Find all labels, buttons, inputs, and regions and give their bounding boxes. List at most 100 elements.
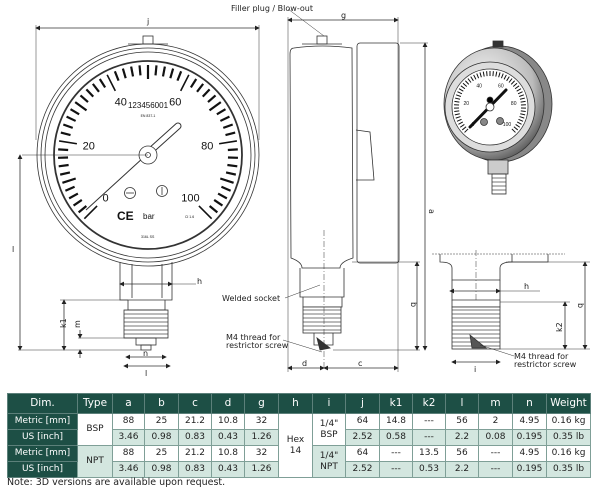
cell-k2: ---	[412, 429, 446, 446]
dim-k2-label: k2	[555, 322, 564, 332]
cell-i: 1/4"NPT	[312, 445, 346, 478]
thread	[123, 309, 169, 339]
cell-b: 25	[144, 413, 179, 430]
row-dim-label: US [inch]	[7, 461, 78, 478]
note: Note: 3D versions are available upon req…	[7, 477, 226, 488]
cell-l: 56	[445, 445, 479, 462]
header-k1: k1	[379, 393, 413, 414]
unit-label: bar	[143, 212, 155, 221]
dial-tick	[196, 83, 205, 93]
detail-m4-label-line2: restrictor screw	[514, 360, 577, 369]
3d-dial-tick	[476, 73, 480, 79]
3d-dial-tick	[516, 88, 522, 92]
dim-a-label: a	[427, 209, 436, 214]
3d-dial-tick	[515, 124, 521, 128]
header-d: d	[211, 393, 245, 414]
front-view	[17, 25, 260, 369]
dial-tick	[154, 65, 158, 76]
header-c: c	[178, 393, 212, 414]
cell-j: 2.52	[345, 461, 380, 478]
header-a: a	[112, 393, 145, 414]
dial-tick	[207, 94, 217, 103]
dial-tick	[85, 88, 95, 98]
3d-dial-tick	[461, 126, 467, 131]
dial-tick	[68, 192, 79, 200]
detail-dim-h-label: h	[524, 282, 529, 291]
cell-b: 0.98	[144, 429, 179, 446]
cell-g: 32	[244, 445, 279, 462]
type-cell: BSP	[77, 413, 113, 446]
cell-m: ---	[478, 445, 513, 462]
3d-dial-tick	[517, 91, 523, 95]
filler-plug	[142, 35, 154, 45]
dial-tick	[83, 205, 98, 220]
3d-dial-tick	[459, 124, 465, 128]
cell-weight: 0.16 kg	[546, 445, 591, 462]
dial-tick	[227, 163, 238, 168]
dial-tick	[213, 199, 224, 207]
dim-d-label: d	[302, 359, 307, 368]
cell-g: 1.26	[244, 429, 279, 446]
3d-dial-tick	[464, 80, 470, 85]
3d-dial-tick	[500, 73, 504, 79]
dial-tick	[225, 131, 236, 137]
3d-dial-tick	[513, 126, 519, 131]
cell-l: 2.2	[445, 429, 479, 446]
cell-g: 1.26	[244, 461, 279, 478]
dial-tick	[91, 83, 100, 93]
dim-h-label: h	[197, 277, 202, 286]
serial-number: 123456001	[128, 101, 169, 110]
cell-l: 2.2	[445, 461, 479, 478]
welded-socket-label: Welded socket	[222, 294, 280, 303]
cell-b: 0.98	[144, 461, 179, 478]
ce-mark: CE	[117, 209, 134, 223]
3d-dial-tick	[455, 116, 461, 119]
dim-m-label: m	[73, 320, 82, 328]
dial-tick	[222, 123, 234, 129]
i-line2: NPT	[320, 461, 338, 472]
row-dim-label: Metric [mm]	[7, 413, 78, 430]
dial-tick	[130, 66, 135, 77]
3d-dial-tick	[458, 88, 464, 92]
3d-dial-number: 40	[476, 84, 482, 90]
3d-dial-tick	[514, 85, 520, 90]
cell-i: 1/4"BSP	[312, 413, 346, 446]
cell-m: 0.08	[478, 429, 513, 446]
header-weight: Weight	[546, 393, 591, 414]
3d-dial-tick	[462, 82, 468, 87]
dial-tick	[219, 177, 234, 184]
3d-dial-tick	[470, 76, 474, 82]
m4-label-line2: restrictor screw	[226, 341, 289, 350]
dial-tick	[198, 205, 213, 220]
dial-tick	[66, 115, 77, 122]
dial-tick	[77, 205, 88, 214]
dial-tick	[106, 74, 117, 92]
3d-dial-tick	[518, 94, 525, 97]
cell-k1: 14.8	[379, 413, 413, 430]
dial-tick	[60, 131, 71, 137]
cell-c: 0.83	[178, 461, 212, 478]
side-view	[282, 8, 428, 372]
header-k2: k2	[412, 393, 446, 414]
detail-m4-label-line1: M4 thread for	[514, 352, 569, 361]
3d-dial-tick	[454, 113, 460, 116]
3d-dial-tick	[482, 71, 485, 77]
cell-k1: ---	[379, 445, 413, 462]
cell-g: 32	[244, 413, 279, 430]
3d-dial-tick	[457, 91, 463, 95]
dial-tick	[113, 70, 120, 82]
cell-d: 0.43	[211, 461, 245, 478]
dial-tick	[58, 148, 69, 152]
cell-a: 88	[112, 413, 145, 430]
dial-tick	[64, 185, 76, 192]
header-j: j	[345, 393, 380, 414]
cell-n: 4.95	[512, 445, 547, 462]
dial-number: 60	[169, 97, 181, 109]
side-filler-plug	[316, 35, 328, 45]
row-dim-label: US [inch]	[7, 429, 78, 446]
h-line2: 14	[289, 445, 302, 456]
dial-tick	[161, 66, 166, 77]
dim-n-label: n	[143, 349, 148, 358]
dial-tick	[59, 171, 71, 176]
